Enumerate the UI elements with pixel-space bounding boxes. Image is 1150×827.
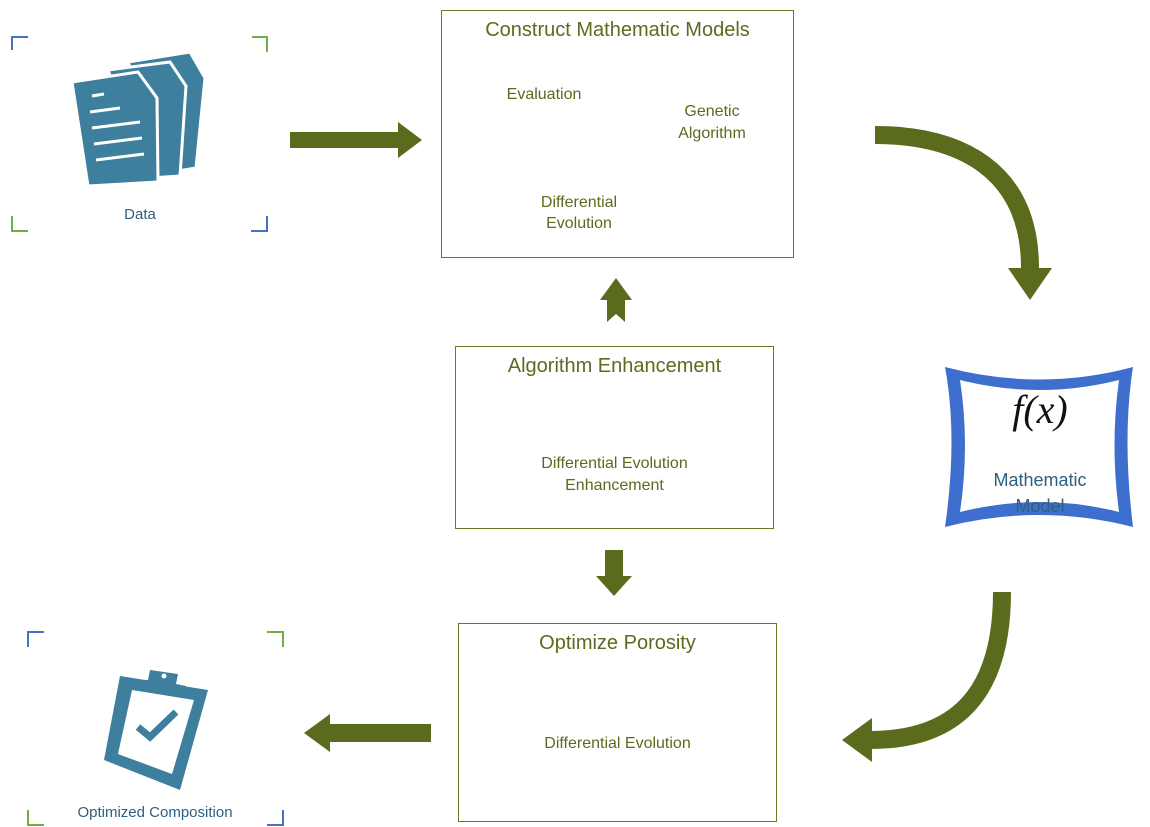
- optimized-composition-label: Optimized Composition: [77, 804, 233, 821]
- arrow-optimize-to-output: [304, 714, 431, 752]
- evaluation-label: Evaluation: [506, 86, 582, 103]
- model-label-line1: Mathematic: [993, 470, 1087, 490]
- arrow-data-to-construct: [290, 122, 422, 158]
- algorithm-enhancement-box: Algorithm Enhancement: [455, 346, 774, 529]
- documents-icon: [70, 50, 207, 188]
- arrow-enhancement-to-construct: [600, 278, 632, 322]
- clipboard-check-icon: [104, 670, 208, 790]
- genetic-label-line1: Genetic: [684, 103, 740, 120]
- optimize-porosity-box: Optimize Porosity: [458, 623, 777, 822]
- optimize-body: Differential Evolution: [544, 735, 691, 752]
- enhancement-line1: Differential Evolution: [541, 455, 688, 472]
- arrow-enhancement-to-optimize: [596, 550, 632, 596]
- genetic-label-line2: Algorithm: [678, 125, 746, 142]
- algorithm-enhancement-title: Algorithm Enhancement: [507, 355, 722, 377]
- data-label: Data: [124, 206, 156, 223]
- construct-models-title: Construct Mathematic Models: [485, 19, 750, 41]
- arrow-construct-to-model: [874, 126, 1052, 300]
- de-label-line1: Differential: [540, 194, 618, 211]
- model-frame-inner: [960, 380, 1119, 512]
- output-card-corners: [27, 631, 284, 826]
- model-label-line2: Model: [1015, 496, 1065, 516]
- construct-models-box: Construct Mathematic Models: [441, 10, 794, 258]
- data-card-corners: [11, 36, 268, 232]
- optimize-porosity-title: Optimize Porosity: [539, 632, 696, 654]
- model-formula: f(x): [1012, 387, 1068, 432]
- enhancement-line2: Enhancement: [565, 477, 664, 494]
- de-label-line2: Evolution: [546, 215, 612, 232]
- arrow-model-to-optimize: [842, 591, 1011, 762]
